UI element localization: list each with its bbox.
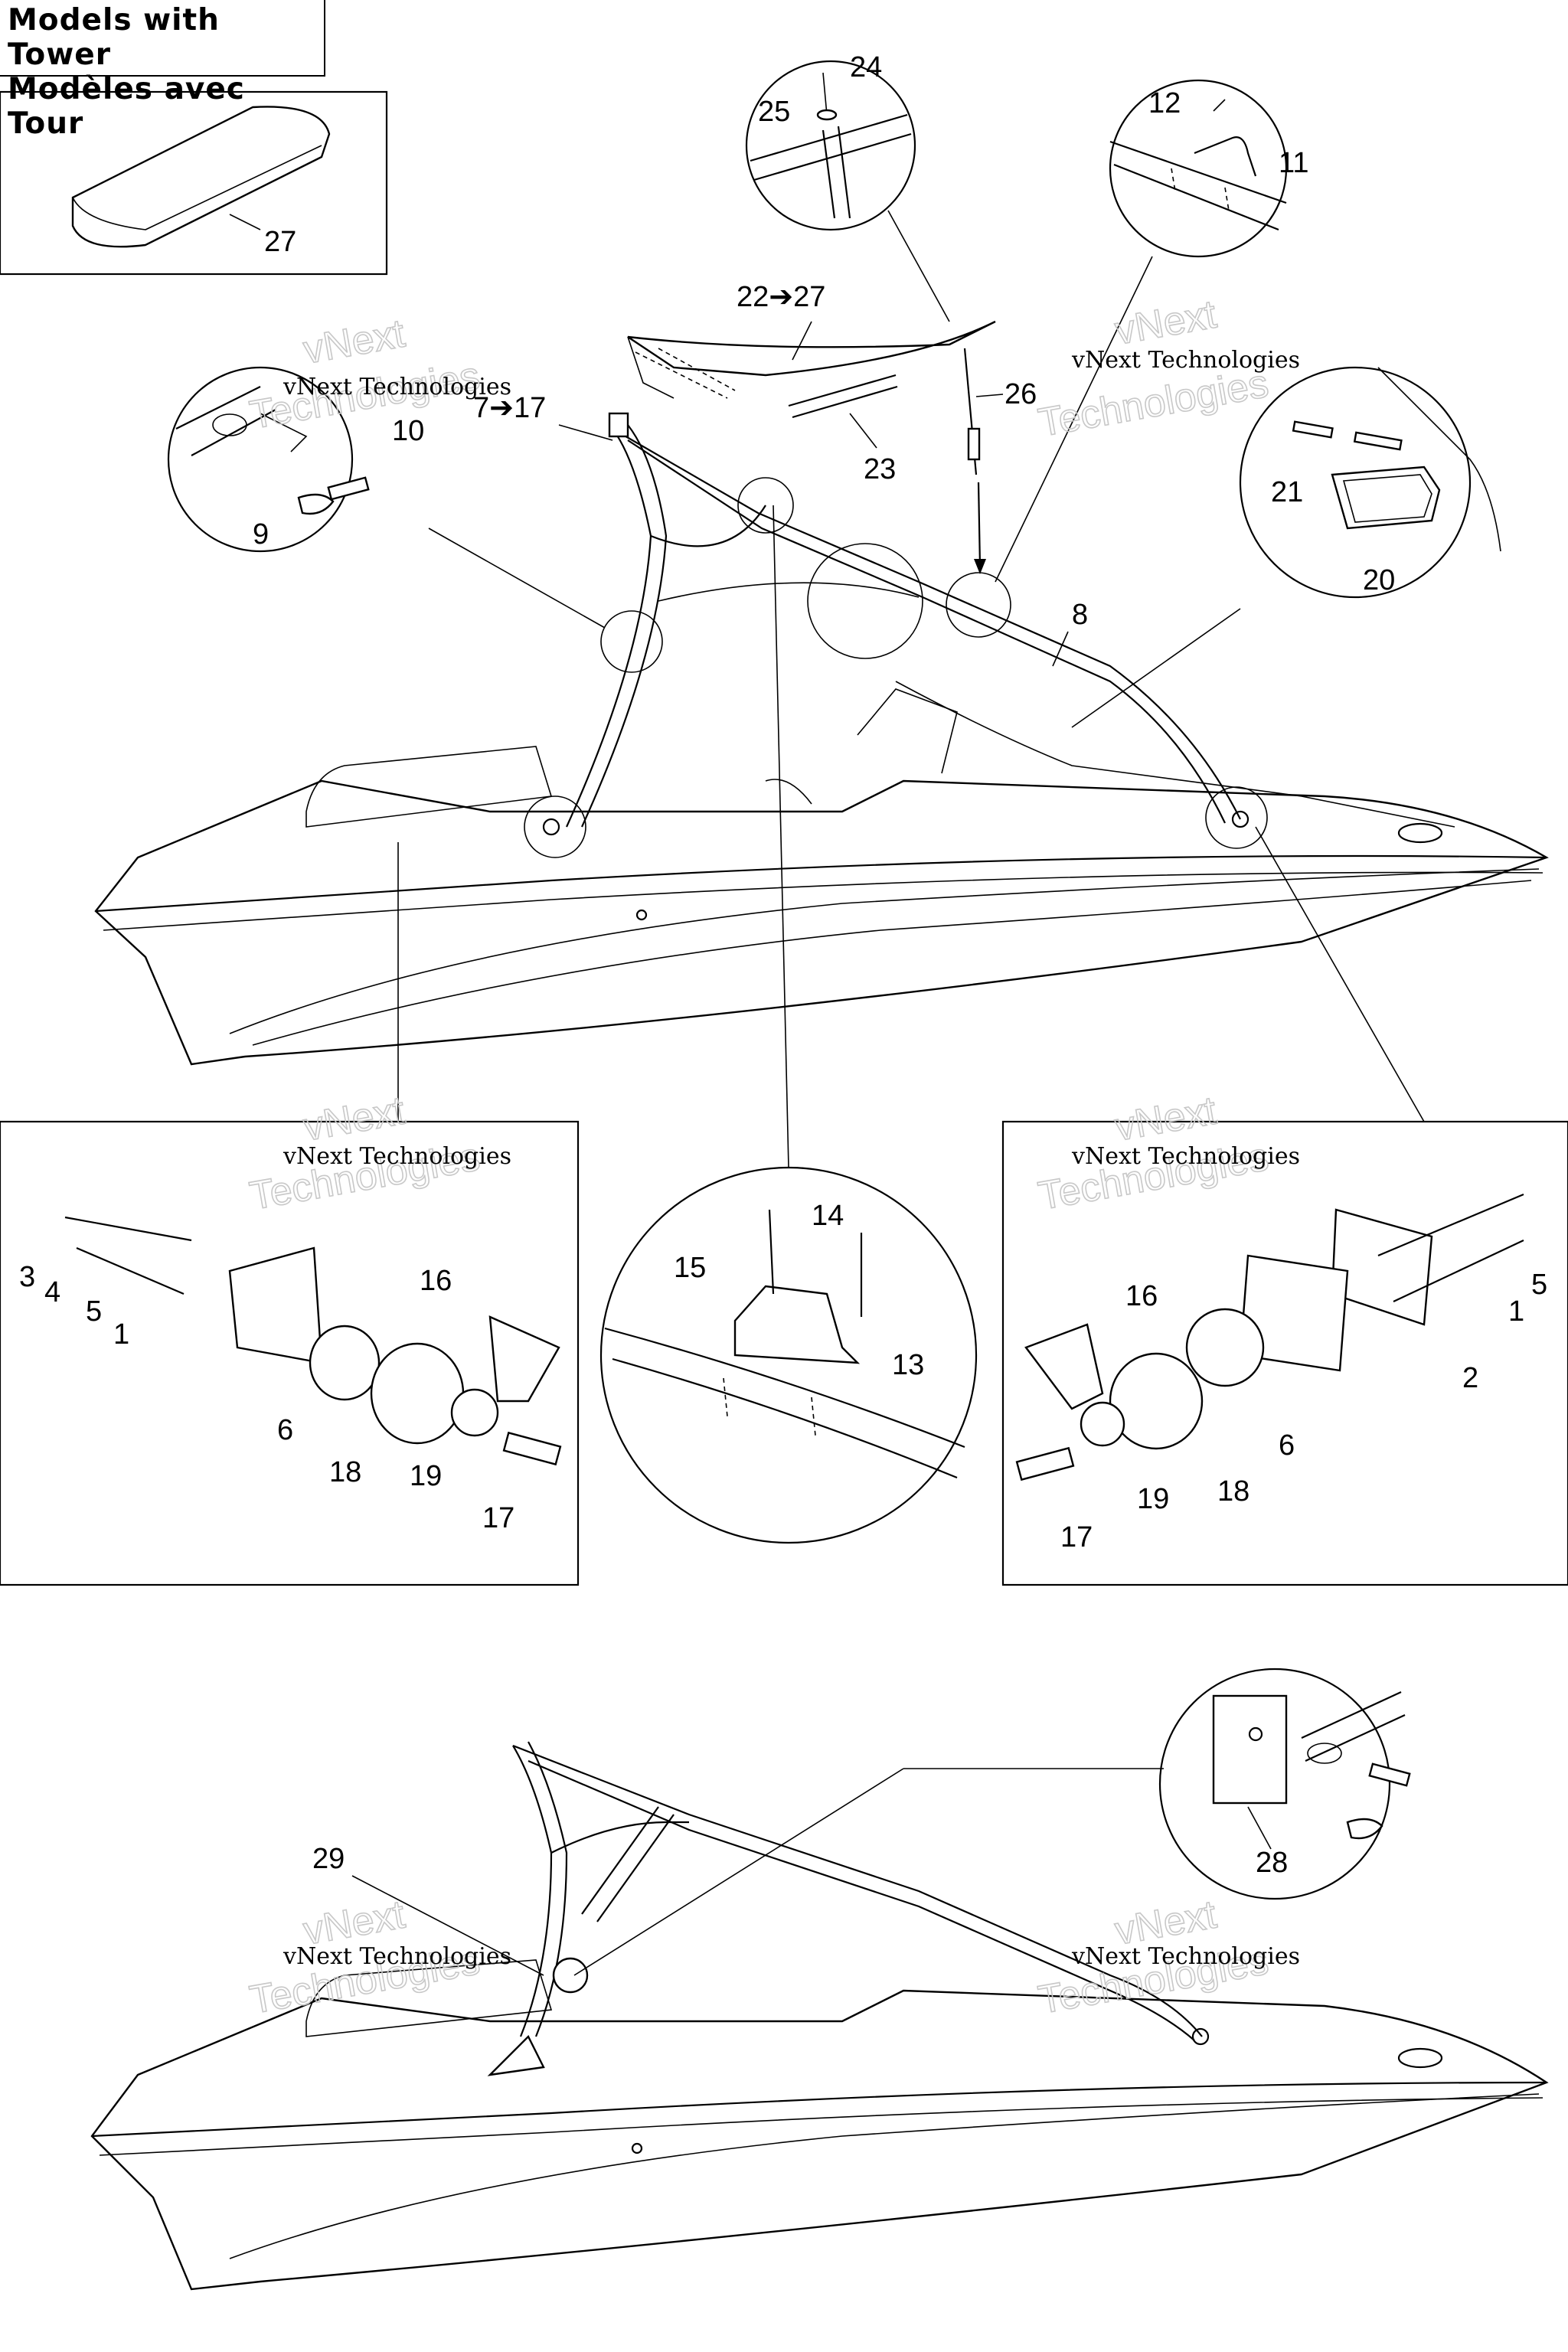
tower-upper: 8 7➔17 [473, 392, 1268, 858]
callout-6-right: 6 [1279, 1429, 1295, 1462]
callout-29: 29 [312, 1843, 345, 1875]
watermark-2: vNext Technologies [1071, 347, 1300, 374]
watermark-5: vNext Technologies [283, 1943, 511, 1970]
callout-19-left: 19 [410, 1460, 442, 1492]
watermark-ghost-1: vNext [300, 312, 409, 373]
callout-28: 28 [1256, 1847, 1288, 1879]
callout-4: 4 [44, 1276, 60, 1308]
callout-2: 2 [1462, 1362, 1478, 1394]
callout-5-right: 5 [1531, 1269, 1547, 1301]
upper-boat [94, 681, 1549, 1066]
callout-5-left: 5 [86, 1295, 102, 1328]
inset-rivet-clip: 12 11 [995, 79, 1308, 583]
callout-15: 15 [674, 1252, 706, 1284]
inset-seat-cushion: 27 [0, 90, 388, 276]
callout-16-left: 16 [420, 1265, 452, 1297]
callout-27: 27 [264, 226, 296, 258]
callout-17-left: 17 [482, 1502, 514, 1534]
inset-rivet-bracket: 14 15 13 [599, 505, 978, 1544]
inset-mirror: 21 20 [1071, 366, 1501, 728]
callout-10: 10 [392, 415, 424, 447]
callout-13: 13 [892, 1349, 924, 1381]
watermark-ghost-4: Technologies [1035, 361, 1272, 446]
callout-26: 26 [1004, 378, 1037, 410]
callout-19-right: 19 [1137, 1483, 1169, 1515]
callout-1-left: 1 [113, 1318, 129, 1351]
callout-25: 25 [758, 96, 790, 128]
board-rack: 22➔27 23 26 [627, 281, 1037, 574]
title-french: Modèles avec Tour [8, 72, 245, 141]
callout-24: 24 [850, 51, 882, 83]
watermarks: vNext Technologies vNext Technologies vN… [246, 292, 1300, 2024]
callout-22-27: 22➔27 [737, 281, 825, 313]
inset-mount-right: 2 5 1 16 6 18 19 17 [1001, 826, 1568, 1586]
callout-1-right: 1 [1508, 1295, 1524, 1328]
watermark-ghost-5: vNext [300, 1089, 409, 1150]
callout-23: 23 [864, 453, 896, 485]
callout-21: 21 [1271, 476, 1303, 508]
watermark-6: vNext Technologies [1071, 1943, 1300, 1970]
watermark-ghost-7: vNext [1112, 1089, 1220, 1150]
callout-16-right: 16 [1125, 1280, 1158, 1312]
inset-rivet-top: 24 25 [745, 51, 950, 322]
inset-mount-left: 3 4 5 1 6 18 16 19 17 [0, 842, 580, 1586]
callout-18-left: 18 [329, 1456, 361, 1488]
watermark-3: vNext Technologies [283, 1143, 511, 1170]
callout-12: 12 [1148, 87, 1181, 119]
watermark-4: vNext Technologies [1071, 1143, 1300, 1170]
watermark-1: vNext Technologies [283, 374, 511, 400]
lower-boat: 29 [90, 1741, 1549, 2291]
callout-9: 9 [253, 518, 269, 550]
callout-18-right: 18 [1217, 1475, 1250, 1508]
diagram-title-box: Models with Tower Modèles avec Tour [0, 0, 325, 141]
callout-11: 11 [1279, 147, 1308, 179]
callout-8: 8 [1072, 599, 1088, 631]
title-english: Models with Tower [8, 3, 220, 72]
watermark-ghost-3: vNext [1112, 292, 1220, 354]
callout-20: 20 [1363, 564, 1395, 596]
callout-14: 14 [812, 1200, 844, 1232]
callout-7-17: 7➔17 [473, 392, 546, 424]
inset-clamp-lower: 28 [1158, 1668, 1411, 1900]
inset-clamp-knob: 10 9 [167, 366, 606, 629]
callout-17-right: 17 [1060, 1521, 1093, 1553]
callout-3: 3 [19, 1261, 35, 1293]
callout-6-left: 6 [277, 1414, 293, 1446]
